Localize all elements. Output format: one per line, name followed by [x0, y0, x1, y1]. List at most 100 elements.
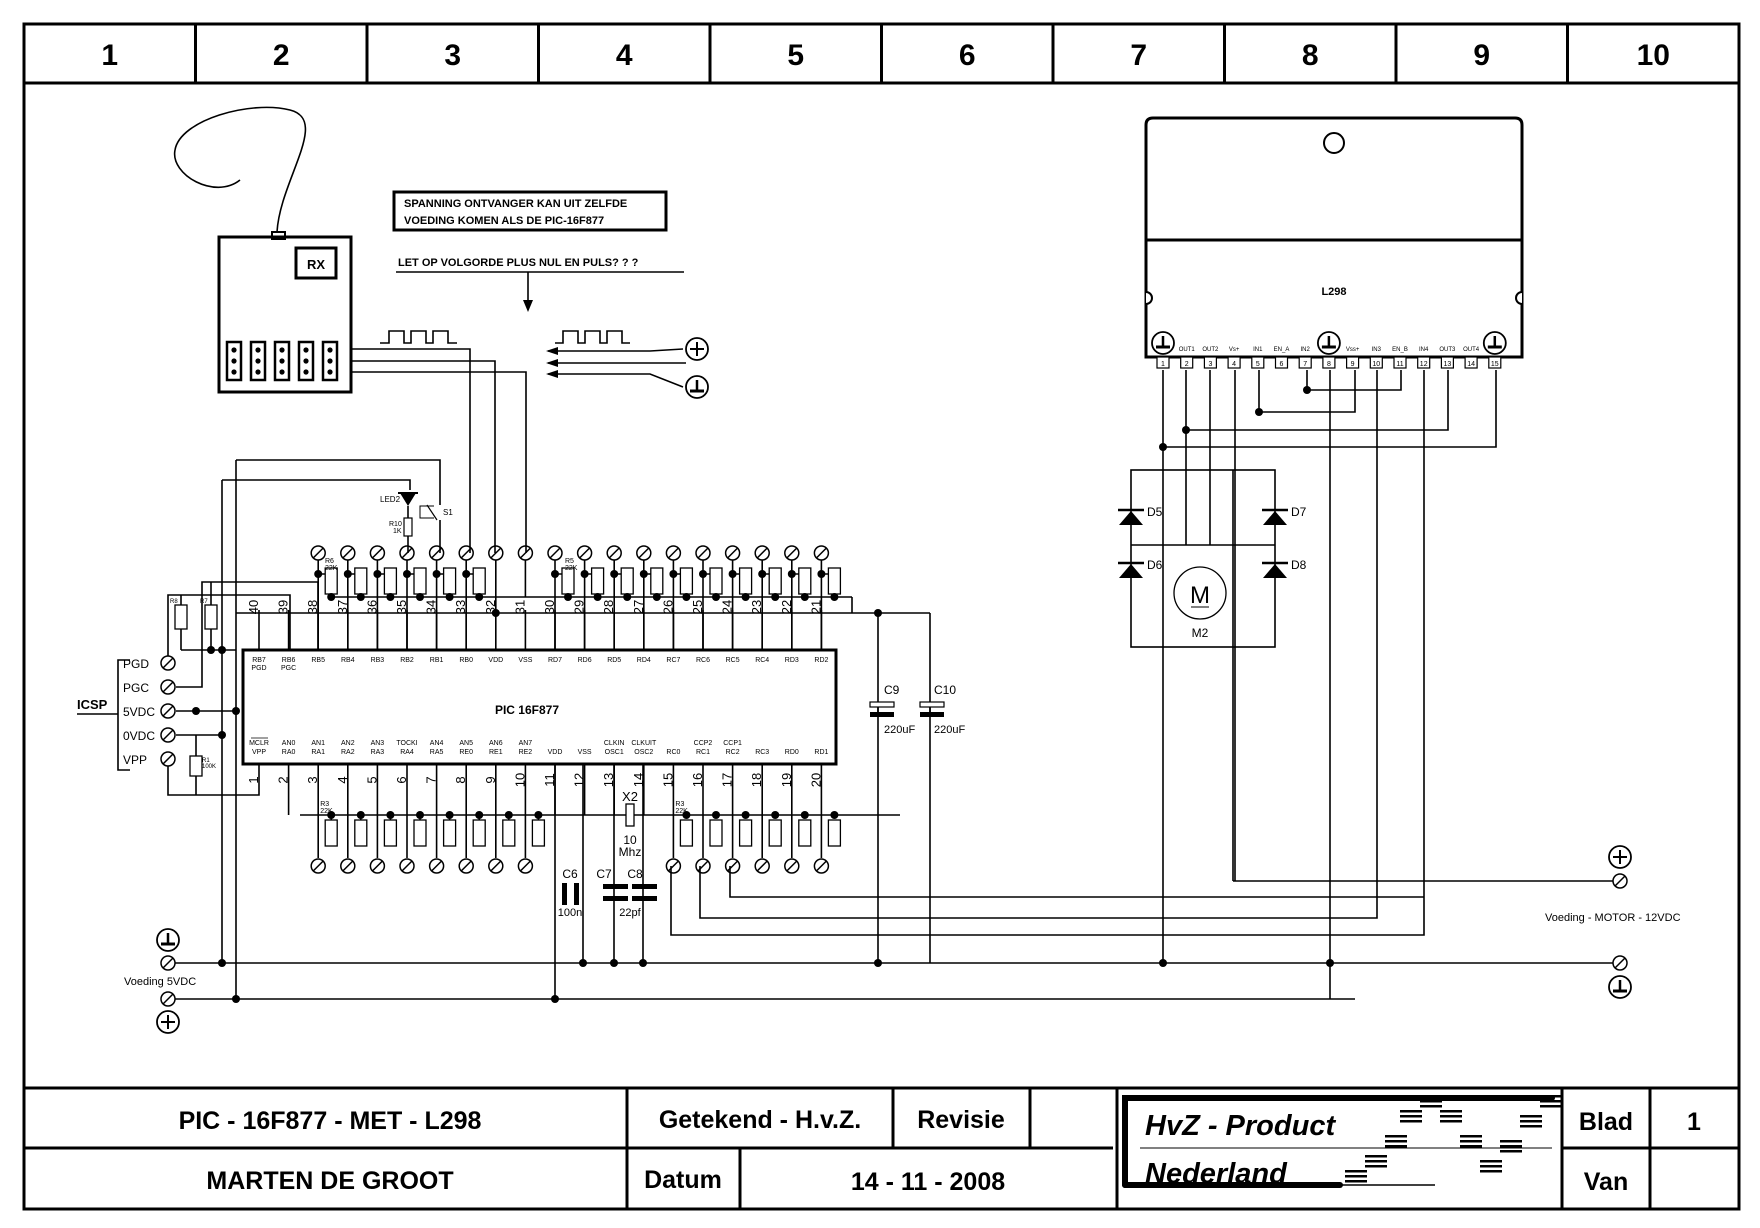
r5-label: R5 [565, 558, 574, 565]
screw-terminal-icon[interactable] [784, 545, 800, 561]
junction-dot [232, 707, 240, 715]
pin-number: 15 [660, 773, 675, 787]
screw-terminal-icon[interactable] [606, 545, 622, 561]
resistor-icon [738, 567, 753, 595]
pin-label: RB3 [371, 657, 385, 664]
pin-number: 37 [335, 600, 350, 614]
screw-terminal-icon[interactable] [665, 858, 682, 874]
r3b-label: R3 [675, 801, 684, 808]
screw-terminal-icon[interactable] [576, 545, 593, 561]
pin-number: 28 [601, 600, 616, 614]
screw-terminal-icon[interactable] [695, 858, 711, 874]
c9-label: C9 [884, 683, 900, 697]
pin-number: 39 [276, 600, 291, 614]
ground-icon [1482, 330, 1508, 356]
screw-terminal-icon[interactable] [160, 751, 176, 767]
l298-pin-number: 8 [1327, 361, 1331, 368]
l298-pin [1251, 356, 1265, 369]
screw-terminal-icon[interactable] [636, 545, 652, 561]
junction-dot [207, 646, 215, 654]
r3-label: R3 [320, 801, 329, 808]
screw-terminal-icon[interactable] [310, 545, 326, 561]
c10-label: C10 [934, 683, 956, 697]
sheet-number: 1 [1687, 1108, 1701, 1136]
pin-number: 24 [720, 600, 735, 614]
pin-label: RB7 [252, 657, 266, 664]
junction-dot [1255, 408, 1263, 416]
screw-terminal-icon[interactable] [754, 858, 770, 874]
screw-terminal-icon[interactable] [369, 545, 386, 561]
pin-number: 10 [512, 773, 527, 787]
plus-terminal-icon [685, 337, 709, 361]
company-name-line1: HvZ - Product [1145, 1110, 1336, 1142]
resistor-icon [650, 567, 664, 595]
junction-dot [192, 707, 200, 715]
pin-label: RA4 [400, 749, 414, 756]
l298-pin [1203, 356, 1218, 369]
date-value: 14 - 11 - 2008 [851, 1168, 1005, 1196]
screw-terminal-icon[interactable] [754, 545, 770, 561]
diode-icon [1263, 511, 1287, 525]
of-label: Van [1584, 1168, 1628, 1196]
screw-terminal-icon[interactable] [724, 858, 741, 874]
l298-pin-label: Vs+ [1229, 347, 1240, 353]
terminal-icon[interactable] [160, 955, 176, 971]
screw-terminal-icon[interactable] [160, 703, 176, 719]
pin-label: RD4 [637, 657, 651, 664]
l298-pin [1488, 356, 1502, 369]
screw-terminal-icon[interactable] [724, 545, 741, 561]
screw-terminal-icon[interactable] [813, 858, 830, 874]
screw-terminal-icon[interactable] [160, 679, 176, 695]
screw-terminal-icon[interactable] [695, 545, 711, 561]
resistor-icon [354, 567, 368, 595]
pin-label: VSS [518, 657, 532, 664]
plus-icon [156, 1010, 180, 1034]
logic-power-input: Voeding 5VDC [124, 927, 196, 1034]
pin-label: AN1 [311, 740, 325, 747]
l298-pin-label: Vss+ [1346, 347, 1360, 353]
d6-label: D6 [1147, 558, 1163, 572]
pin-label: MCLR [249, 740, 269, 747]
screw-terminal-icon[interactable] [399, 545, 415, 561]
screw-terminal-icon[interactable] [428, 545, 445, 561]
screw-terminal-icon[interactable] [428, 858, 445, 874]
screw-terminal-icon[interactable] [160, 727, 176, 743]
revision-label: Revisie [917, 1106, 1005, 1134]
screw-terminal-icon[interactable] [399, 858, 415, 874]
l298-pin [1369, 356, 1383, 369]
junction-dot [1303, 386, 1311, 394]
screw-terminal-icon[interactable] [458, 858, 474, 874]
junction-dot [682, 811, 691, 819]
screw-terminal-icon[interactable] [458, 545, 474, 561]
column-number: 9 [1473, 39, 1490, 72]
d8-label: D8 [1291, 558, 1307, 572]
pin-number: 40 [246, 600, 261, 614]
screw-terminal-icon[interactable] [310, 858, 326, 874]
pin-number: 13 [601, 773, 616, 787]
pin-label: RA1 [311, 749, 325, 756]
screw-terminal-icon[interactable] [160, 655, 176, 671]
author-name: MARTEN DE GROOT [206, 1167, 453, 1195]
ground-icon [1150, 330, 1176, 356]
screw-terminal-icon[interactable] [369, 858, 386, 874]
screw-terminal-icon[interactable] [784, 858, 800, 874]
terminal-icon[interactable] [1612, 955, 1628, 971]
screw-terminal-icon[interactable] [340, 545, 356, 561]
rx-label-box [294, 246, 338, 280]
screw-terminal-icon[interactable] [517, 858, 534, 874]
screw-terminal-icon[interactable] [813, 545, 830, 561]
terminal-icon[interactable] [160, 991, 176, 1007]
pin-number: 17 [720, 773, 735, 787]
l298-pin [1227, 356, 1241, 369]
pin-label: AN3 [371, 740, 385, 747]
screw-terminal-icon[interactable] [665, 545, 682, 561]
screw-terminal-icon[interactable] [547, 545, 563, 561]
screw-terminal-icon[interactable] [488, 858, 504, 874]
terminal-icon[interactable] [1612, 873, 1628, 889]
pin-label: AN7 [519, 740, 533, 747]
r5-value: 22K [565, 565, 578, 572]
screw-terminal-icon[interactable] [340, 858, 356, 874]
r3-value: 22K [320, 808, 333, 815]
pin-label: RD6 [578, 657, 592, 664]
